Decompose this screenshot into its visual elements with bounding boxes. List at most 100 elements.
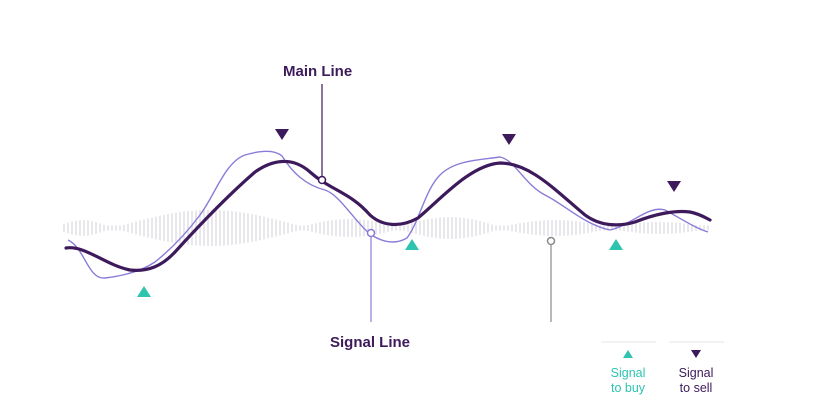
triangle-down-icon	[691, 350, 701, 358]
histogram-bar	[611, 225, 613, 231]
histogram-bar	[183, 211, 185, 245]
sell-signal-marker	[502, 134, 516, 145]
histogram-bar	[487, 223, 489, 233]
histogram-bar	[627, 224, 629, 232]
histogram-bar	[347, 219, 349, 237]
histogram-bar	[427, 219, 429, 237]
histogram-bar	[159, 215, 161, 241]
histogram-bar	[175, 212, 177, 244]
histogram-bar	[507, 225, 509, 231]
histogram-bar	[191, 210, 193, 246]
histogram-bar	[439, 217, 441, 239]
histogram-callout-dot	[546, 236, 556, 246]
histogram-bar	[267, 217, 269, 239]
histogram-bar	[679, 223, 681, 233]
histogram-bar	[483, 222, 485, 234]
histogram-bar	[123, 224, 125, 232]
histogram-bar	[667, 222, 669, 234]
histogram-bar	[383, 223, 385, 233]
histogram-bar	[371, 220, 373, 236]
histogram-bar	[223, 210, 225, 246]
buy-signal-marker	[609, 239, 623, 250]
histogram-bar	[695, 225, 697, 231]
main-line	[64, 159, 712, 272]
histogram-bar	[623, 224, 625, 232]
histogram-bar	[635, 223, 637, 233]
histogram-bar	[531, 221, 533, 235]
histogram-bar	[463, 217, 465, 239]
histogram-bar	[227, 210, 229, 246]
histogram-bar	[307, 225, 309, 231]
histogram-bar	[239, 212, 241, 244]
legend-sell-line1: Signal	[678, 366, 714, 380]
histogram-bar	[379, 222, 381, 234]
histogram-bar	[639, 222, 641, 234]
histogram-bar	[519, 223, 521, 233]
legend-buy-line1: Signal	[610, 366, 646, 380]
legend-buy-line2: to buy	[610, 381, 646, 395]
histogram-bar	[411, 223, 413, 233]
histogram-bar	[655, 222, 657, 234]
signal-line	[67, 150, 709, 279]
histogram-bar	[479, 221, 481, 235]
histogram-bar	[435, 217, 437, 239]
histogram-bar	[131, 222, 133, 234]
histogram-bar	[447, 217, 449, 239]
histogram-bar	[127, 223, 129, 233]
histogram-bar	[263, 216, 265, 240]
histogram-bar	[391, 225, 393, 231]
histogram-bar	[683, 223, 685, 233]
histogram-bar	[151, 217, 153, 239]
histogram-bar	[79, 220, 81, 236]
histogram-bar	[171, 213, 173, 243]
histogram-bar	[259, 215, 261, 241]
histogram-bar	[575, 221, 577, 235]
histogram-bar	[555, 220, 557, 236]
histogram-bar	[207, 210, 209, 246]
buy-signal-marker	[137, 286, 151, 297]
buy-signal-marker	[405, 239, 419, 250]
histogram-bar	[107, 225, 109, 231]
histogram-bar	[343, 219, 345, 237]
histogram-bar	[619, 225, 621, 231]
histogram-bar	[563, 220, 565, 236]
histogram-bar	[511, 224, 513, 232]
histogram-bar	[83, 220, 85, 236]
histogram-bar	[395, 225, 397, 231]
histogram-bar	[135, 221, 137, 235]
histogram-bar	[459, 217, 461, 239]
histogram-bar	[311, 224, 313, 232]
histogram-bar	[67, 222, 69, 234]
histogram-bar	[387, 224, 389, 232]
histogram-bar	[475, 220, 477, 236]
histogram-bar	[63, 224, 65, 232]
histogram-bar	[583, 222, 585, 234]
histogram-bar	[139, 220, 141, 236]
histogram-bar	[431, 218, 433, 238]
histogram-bar	[335, 219, 337, 237]
histogram-bar	[255, 214, 257, 242]
histogram-bar	[215, 210, 217, 246]
histogram-bar	[231, 211, 233, 245]
histogram-bar	[567, 220, 569, 236]
triangle-up-icon	[623, 350, 633, 358]
histogram-bar	[283, 221, 285, 235]
histogram-bar	[199, 210, 201, 246]
histogram-bar	[451, 217, 453, 239]
histogram-bar	[251, 214, 253, 242]
histogram-bar	[351, 219, 353, 237]
histogram-bar	[699, 225, 701, 231]
histogram-bar	[595, 224, 597, 232]
histogram-bar	[675, 222, 677, 234]
histogram-bar	[203, 210, 205, 246]
histogram-bar	[111, 225, 113, 231]
histogram-bar	[503, 225, 505, 231]
histogram-bar	[303, 225, 305, 231]
histogram-bar	[187, 211, 189, 245]
histogram-bar	[543, 220, 545, 236]
histogram-bar	[491, 224, 493, 232]
sell-signal-marker	[667, 181, 681, 192]
histogram-bar	[323, 221, 325, 235]
histogram-bar	[219, 210, 221, 246]
histogram-bar	[499, 225, 501, 231]
